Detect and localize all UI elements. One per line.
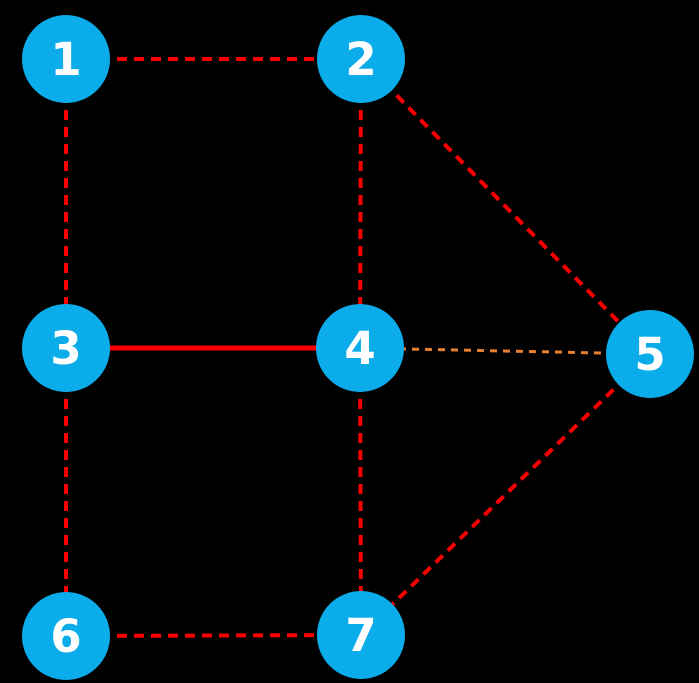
node-6: 6 bbox=[22, 592, 110, 680]
edge-2-4 bbox=[358, 58, 363, 349]
node-7-circle bbox=[317, 591, 405, 679]
node-1: 1 bbox=[22, 15, 110, 103]
node-1-circle bbox=[22, 15, 110, 103]
edge-4-7 bbox=[358, 347, 363, 636]
node-4-circle bbox=[316, 304, 404, 392]
node-3-circle bbox=[22, 304, 110, 392]
edge-2-5 bbox=[359, 57, 652, 356]
node-7: 7 bbox=[317, 591, 405, 679]
node-5: 5 bbox=[606, 310, 694, 398]
node-2-circle bbox=[317, 15, 405, 103]
node-4: 4 bbox=[316, 304, 404, 392]
edge-4-5 bbox=[359, 346, 651, 356]
node-5-circle bbox=[606, 310, 694, 398]
node-6-circle bbox=[22, 592, 110, 680]
edge-6-7 bbox=[65, 633, 362, 638]
node-2: 2 bbox=[317, 15, 405, 103]
node-3: 3 bbox=[22, 304, 110, 392]
edge-5-7 bbox=[359, 352, 652, 637]
